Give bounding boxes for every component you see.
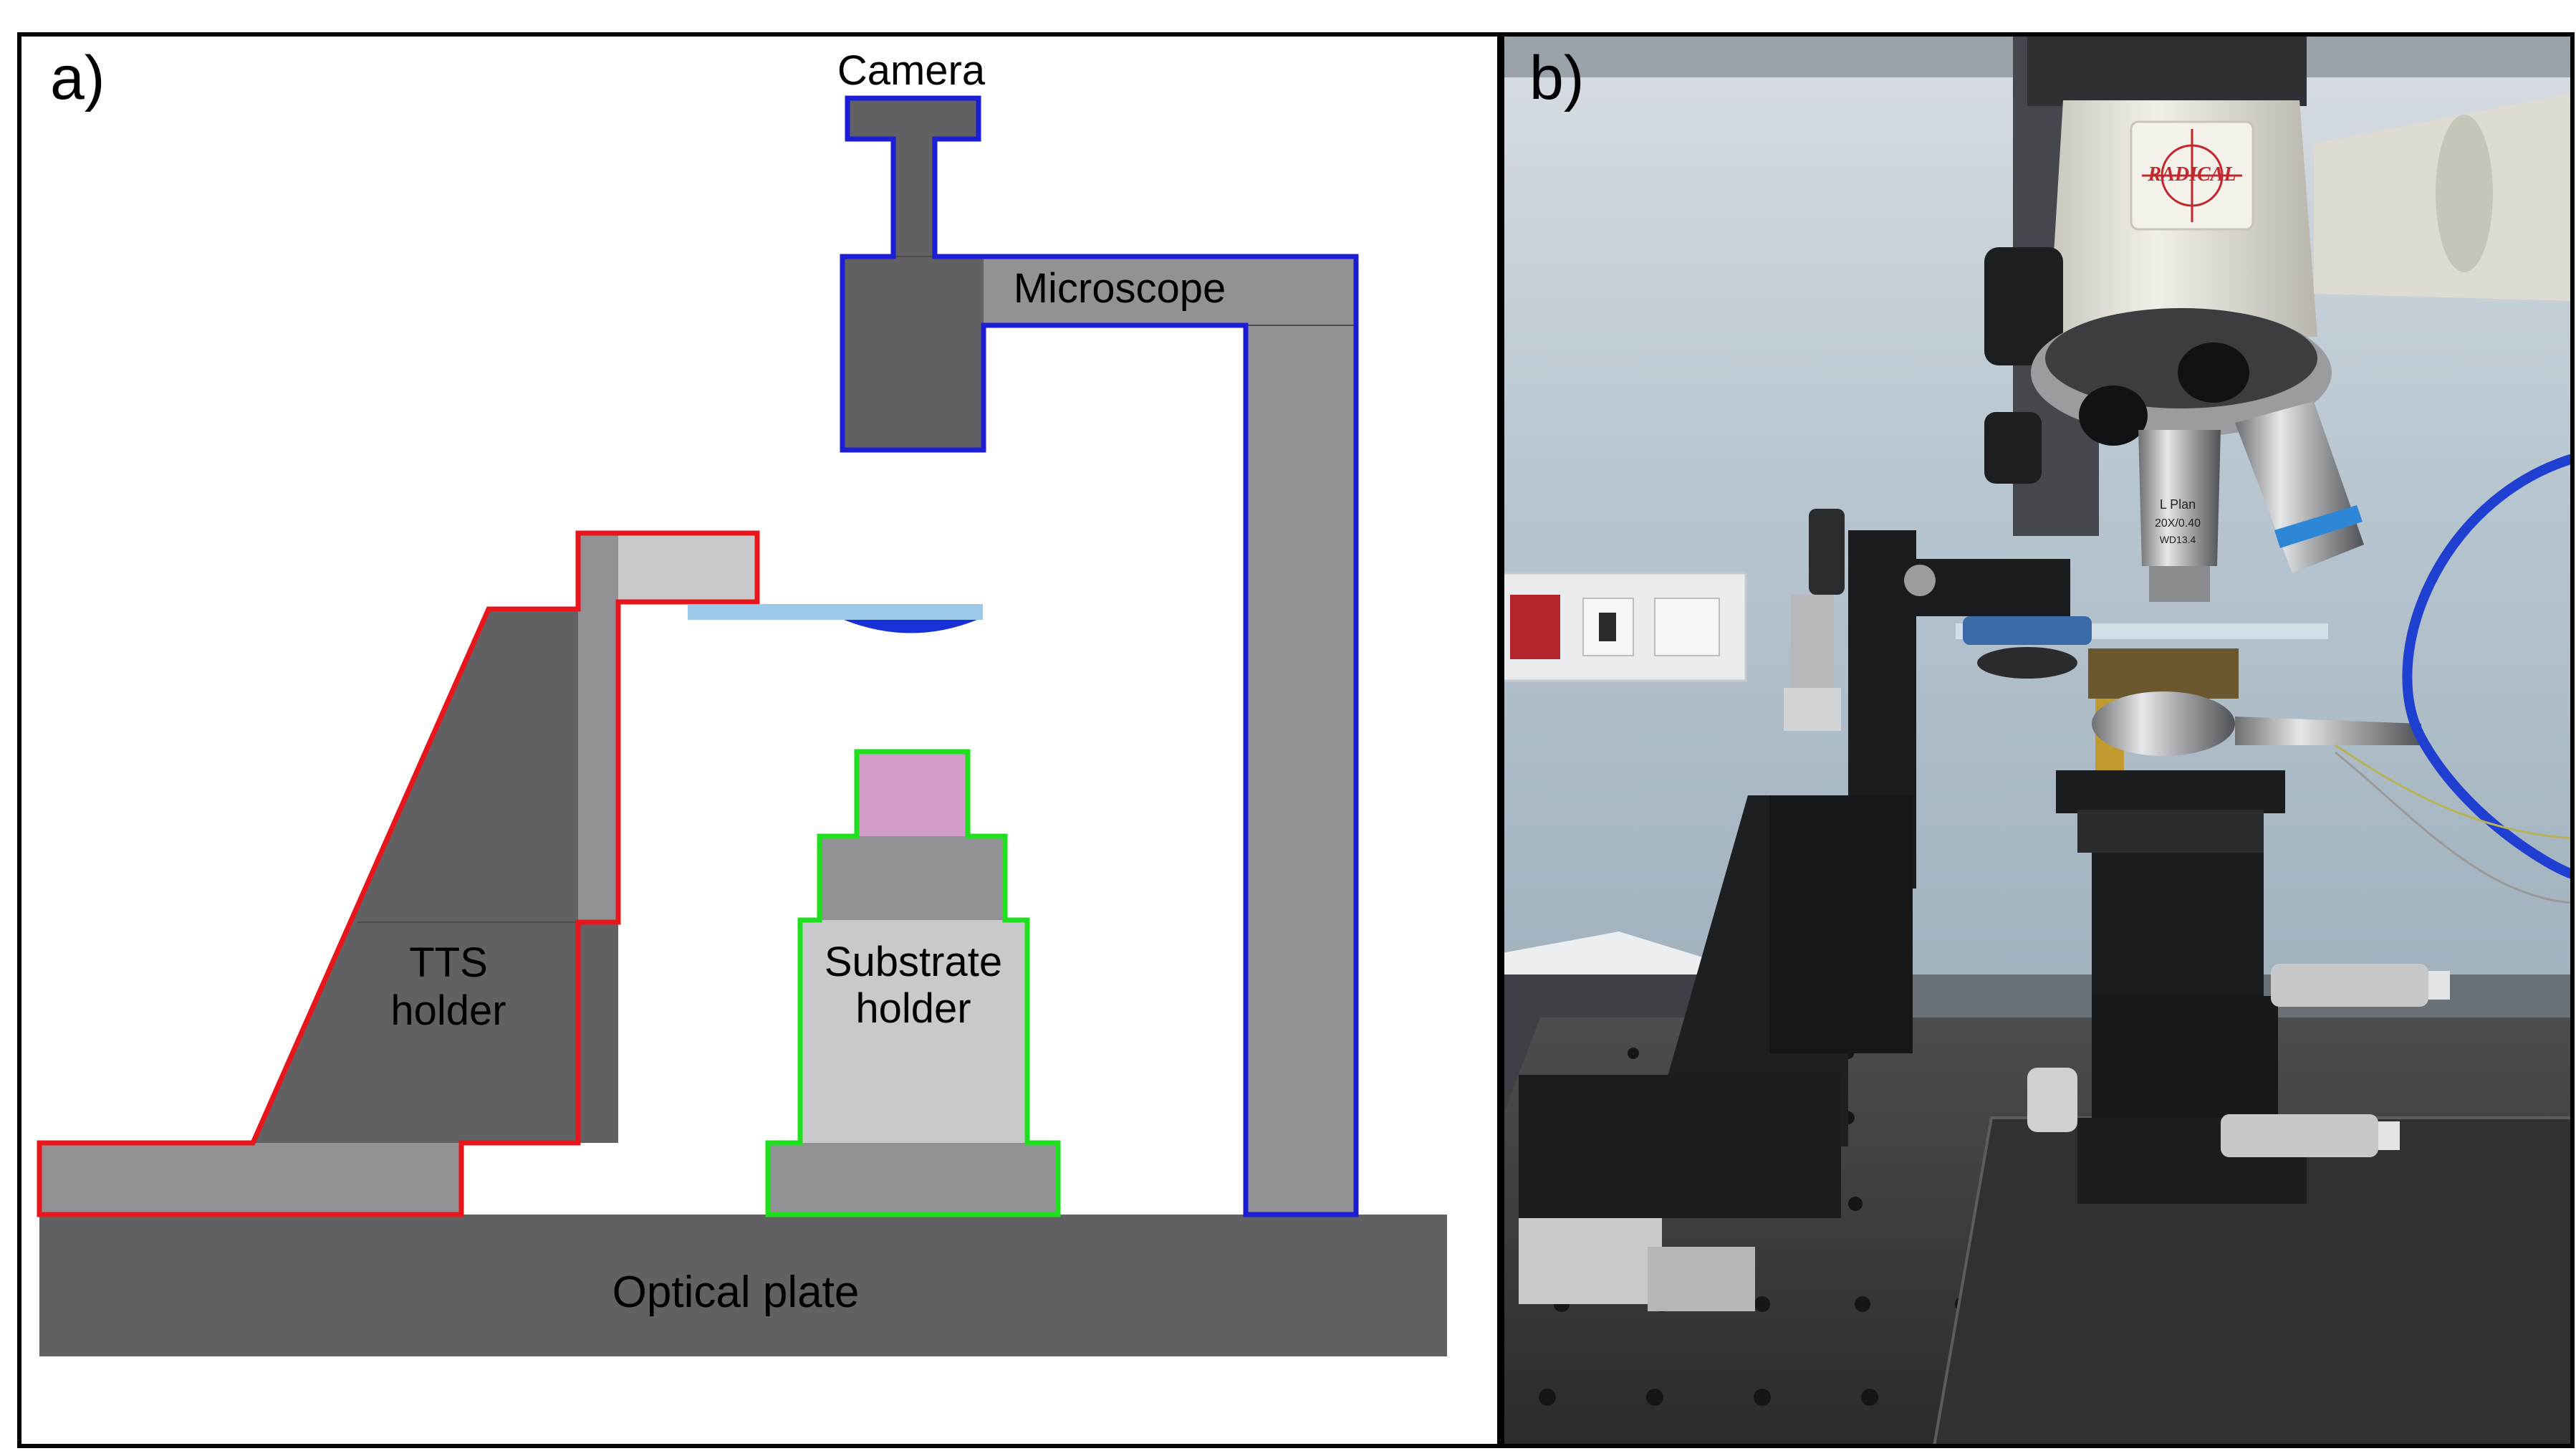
- nosepiece-port-1: [2079, 386, 2148, 446]
- optical-plate-label: Optical plate: [612, 1268, 860, 1317]
- nosepiece-port-2: [2178, 343, 2249, 403]
- slide-clamp: [1963, 616, 2092, 645]
- wall-socket-red: [1510, 595, 1560, 659]
- tts-label-line1: TTS: [409, 939, 488, 986]
- wall-switch-2: [1654, 598, 1720, 656]
- xy-stage-lower: [2092, 996, 2278, 1125]
- wire-2: [2335, 751, 2572, 904]
- brand-text: RADICAL: [2148, 163, 2236, 186]
- micrometer-2-tip: [2378, 1121, 2400, 1150]
- knob-left: [2027, 1068, 2077, 1132]
- substrate-stage-mid: [800, 920, 1027, 1143]
- tts-xy-stage: [1519, 1075, 1841, 1218]
- tts-stage-block: [1519, 1218, 1662, 1304]
- microscope: Camera Microscope: [837, 47, 1359, 1217]
- tts-top-screw: [1904, 565, 1936, 596]
- panel-a: a) Optical plate Camera Microscope: [17, 32, 1501, 1448]
- substrate-holder: Substrate holder: [765, 749, 1061, 1217]
- substrate-base: [768, 1143, 1058, 1215]
- panel-b-frame: [1500, 32, 2575, 1448]
- tts-stage-block-2: [1648, 1247, 1755, 1311]
- substrate-mount: [2092, 691, 2235, 756]
- nosepiece-dark: [2045, 308, 2317, 408]
- lens-icon: [844, 620, 977, 633]
- substrate-stage-top: [820, 836, 1005, 920]
- substrate-label-line1: Substrate: [825, 939, 1002, 985]
- optical-plate: [39, 1215, 1447, 1356]
- substrate-label-line2: holder: [855, 985, 971, 1032]
- slide-nut: [1977, 647, 2077, 679]
- blue-tube: [2402, 454, 2572, 879]
- camera-neck: [893, 139, 935, 257]
- panel-a-label: a): [50, 44, 105, 112]
- glass-slide-plate: [688, 604, 983, 620]
- objective-main: [2138, 430, 2221, 566]
- panel-b-label: b): [1529, 44, 1584, 112]
- objective-text-1: L Plan: [2160, 497, 2196, 512]
- objective-text-2: 20X/0.40: [2155, 517, 2201, 530]
- microscope-label: Microscope: [1014, 265, 1226, 312]
- focus-knob: [1984, 247, 2063, 365]
- wall-switch-1-toggle: [1599, 613, 1616, 641]
- tts-wedge: [253, 609, 618, 1143]
- focus-knob-small: [1984, 412, 2042, 484]
- glass-slide: [688, 604, 983, 633]
- microscope-column: [1246, 325, 1356, 1215]
- rotation-stage-ring: [2077, 810, 2264, 853]
- tts-gear: [1809, 509, 1845, 595]
- substrate-holder-outline: [765, 749, 1061, 1217]
- substrate-cup: [2088, 648, 2239, 699]
- microscope-top-cap: [2027, 34, 2307, 106]
- camera-label: Camera: [837, 47, 986, 94]
- coax-connector: [2235, 717, 2421, 745]
- objective-side-band: [2274, 505, 2363, 548]
- micrometer-2: [2221, 1114, 2378, 1157]
- xy-stage-upper: [2092, 853, 2264, 996]
- rotation-stage: [2056, 770, 2285, 813]
- microscope-outline: [840, 95, 1359, 1217]
- tts-arm: [618, 533, 757, 602]
- micrometer-1: [2271, 964, 2428, 1007]
- eyepiece-ring: [2436, 115, 2493, 272]
- substrate-sample: [857, 752, 968, 836]
- panel-b: RADICAL L Plan 20X/0.40 WD13.4: [1500, 32, 2575, 1448]
- tts-block: [1784, 688, 1841, 731]
- microscope-arm: [984, 257, 1356, 325]
- microscope-head: [842, 257, 984, 450]
- tts-base: [39, 1143, 461, 1215]
- tts-post: [578, 533, 618, 922]
- lab-photo: RADICAL L Plan 20X/0.40 WD13.4: [1502, 34, 2572, 1446]
- crosshair-ring: [2161, 144, 2224, 207]
- tts-label-line2: holder: [390, 987, 506, 1034]
- micrometer-1-tip: [2428, 971, 2450, 1000]
- objective-text-3: WD13.4: [2160, 534, 2196, 545]
- tts-holder: TTS holder: [37, 530, 760, 1217]
- tts-slider: [1769, 795, 1913, 1053]
- camera-body: [847, 98, 979, 139]
- wire-1: [2335, 744, 2572, 840]
- objective-main-tip: [2149, 566, 2210, 602]
- tts-holder-outline: [37, 530, 760, 1217]
